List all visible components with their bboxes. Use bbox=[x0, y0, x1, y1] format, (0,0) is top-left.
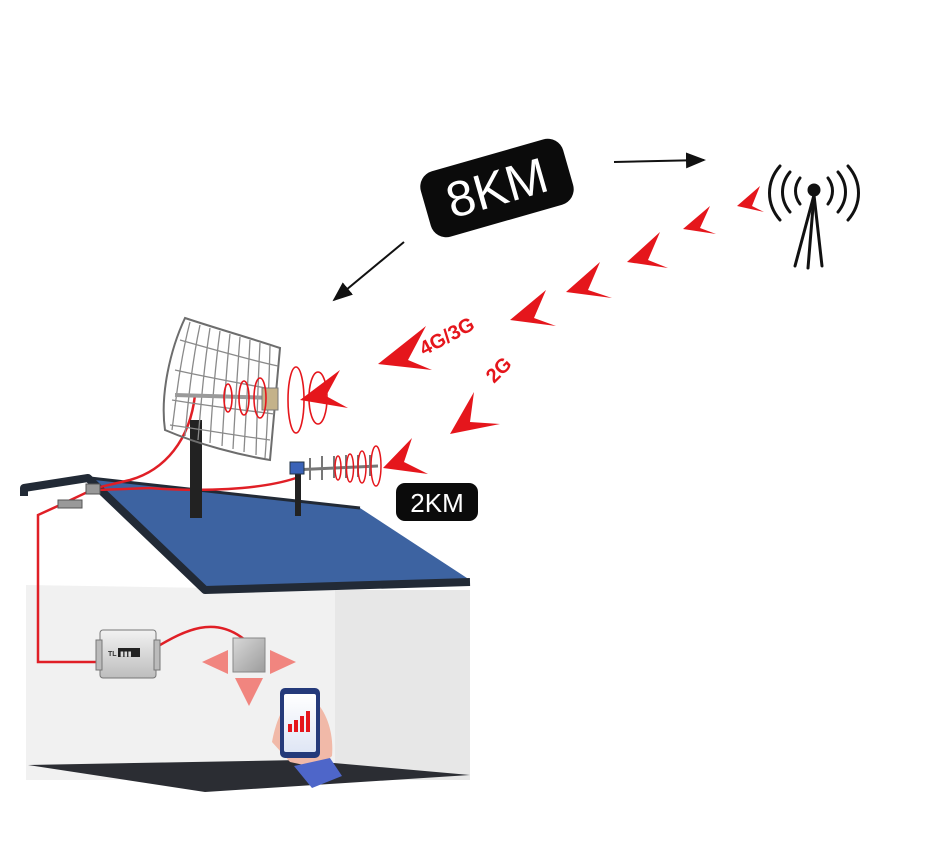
booster-display-text: ▮▮▮ bbox=[120, 651, 132, 658]
distance-badge-8km-text: 8KM bbox=[440, 147, 554, 229]
yagi-antenna-icon bbox=[289, 445, 382, 516]
chevron-8 bbox=[450, 392, 500, 434]
booster-flange-right bbox=[153, 639, 161, 671]
roof-eave-left bbox=[20, 474, 471, 594]
roof bbox=[90, 478, 470, 588]
house-floor bbox=[28, 760, 470, 792]
chevron-7 bbox=[300, 370, 348, 408]
arrow-toward-antenna bbox=[332, 241, 405, 302]
antenna-mast bbox=[190, 420, 202, 518]
booster-flange-left bbox=[95, 639, 103, 671]
smartphone-icon bbox=[272, 688, 342, 788]
yagi-feed-block bbox=[289, 461, 305, 475]
booster-brand: TL bbox=[108, 651, 117, 658]
cell-tower-icon bbox=[768, 164, 860, 270]
indoor-arrow-left bbox=[202, 650, 228, 674]
indoor-antenna-body bbox=[232, 637, 266, 673]
cable-connector bbox=[57, 499, 83, 509]
signal-bars-icon bbox=[288, 711, 310, 732]
chevron-6 bbox=[378, 326, 432, 370]
cable-booster-to-indoor bbox=[154, 625, 246, 650]
indoor-arrow-down bbox=[235, 678, 263, 706]
yagi-signal-rings bbox=[334, 445, 382, 487]
distance-badge-2km: 2KM bbox=[396, 483, 478, 521]
chevron-4 bbox=[566, 262, 612, 298]
chevron-9 bbox=[383, 438, 428, 474]
chevron-3 bbox=[627, 232, 668, 268]
roof-ridge-edge bbox=[89, 476, 361, 510]
chevron-5 bbox=[510, 290, 556, 326]
cable-connector-2 bbox=[85, 483, 101, 495]
grid-dish bbox=[162, 316, 282, 462]
booster-display bbox=[118, 648, 140, 657]
grid-feed-box bbox=[261, 387, 279, 411]
house-side-wall bbox=[335, 590, 470, 780]
sleeve bbox=[294, 758, 342, 788]
distance-badge-8km: 8KM bbox=[420, 138, 574, 238]
house bbox=[20, 474, 471, 792]
panel-antenna-icon bbox=[202, 637, 296, 706]
signal-chevrons-lower bbox=[383, 392, 500, 474]
yagi-mast bbox=[295, 470, 301, 516]
chevron-1 bbox=[737, 186, 764, 212]
indoor-coverage-arrows bbox=[202, 650, 296, 706]
distance-badge-2km-text: 2KM bbox=[410, 488, 463, 518]
band-label-4g3g: 4G/3G bbox=[416, 313, 478, 360]
chevron-2 bbox=[683, 206, 716, 234]
grid-dish-ribs bbox=[169, 321, 279, 459]
indoor-arrow-right bbox=[270, 650, 296, 674]
band-label-2g: 2G bbox=[482, 353, 516, 387]
signal-booster-icon: TL ▮▮▮ bbox=[95, 629, 161, 679]
arrow-toward-tower bbox=[613, 152, 706, 169]
cable-yagi bbox=[95, 476, 297, 492]
grid-feed-boom bbox=[174, 393, 276, 400]
signal-chevrons-upper bbox=[300, 186, 764, 408]
cables bbox=[36, 394, 297, 664]
